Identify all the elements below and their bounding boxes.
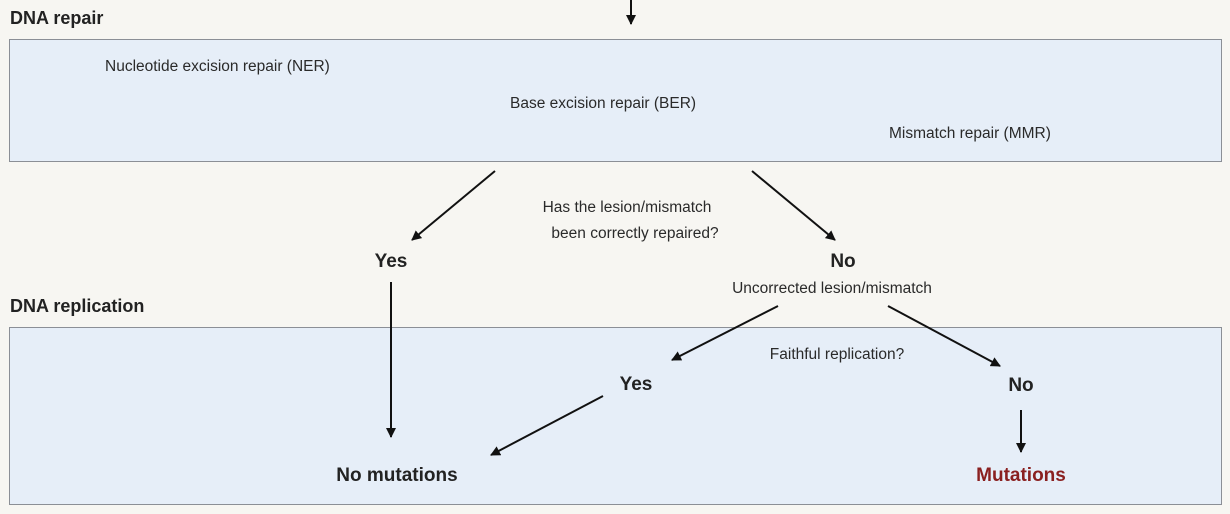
- faithful-replication-label: Faithful replication?: [769, 346, 905, 363]
- repair-question-line1: Has the lesion/mismatch: [542, 199, 712, 216]
- dna-repair-title: DNA repair: [10, 8, 104, 28]
- no-mutations-label: No mutations: [336, 465, 458, 486]
- mutations-label: Mutations: [976, 465, 1066, 486]
- uncorrected-label: Uncorrected lesion/mismatch: [732, 280, 932, 297]
- mmr-label: Mismatch repair (MMR): [889, 125, 1051, 142]
- repair-no-label: No: [830, 251, 856, 272]
- replication-yes-label: Yes: [619, 374, 653, 395]
- ber-label: Base excision repair (BER): [510, 95, 697, 112]
- dna-replication-panel: [9, 327, 1222, 505]
- arrow-to-repair-no: [751, 170, 836, 241]
- replication-no-label: No: [1008, 375, 1034, 396]
- dna-repair-panel: [9, 39, 1222, 162]
- ner-label: Nucleotide excision repair (NER): [105, 58, 330, 75]
- repair-question-line2: been correctly repaired?: [551, 225, 719, 242]
- dna-replication-title: DNA replication: [10, 296, 145, 316]
- arrow-to-repair-yes: [411, 170, 496, 241]
- repair-yes-label: Yes: [374, 251, 408, 272]
